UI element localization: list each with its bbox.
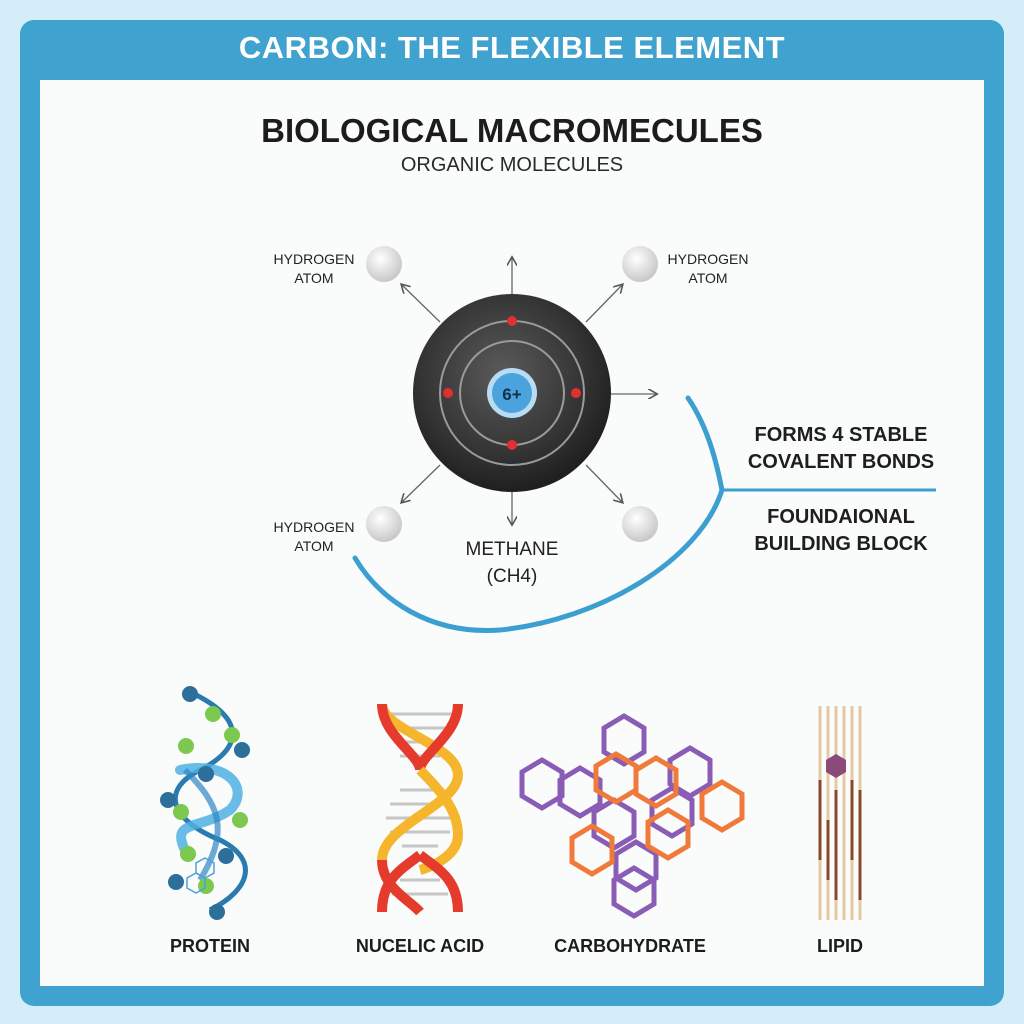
macromolecule-label-carbohydrate: CARBOHYDRATE [554,936,706,956]
nucleus [492,373,532,413]
page-subtitle: ORGANIC MOLECULES [400,154,624,176]
hexagon-ring-cluster-icon [519,713,745,919]
electrons [443,316,581,450]
methane-label: METHANE(CH4) [465,539,559,587]
hydrogen-atom-bl [366,506,402,542]
hydrogen-atom-tl [366,246,402,282]
header-title: CARBON: THE FLEXIBLE ELEMENT [238,30,786,65]
dna-double-helix-icon [377,702,464,916]
callout-curve [352,395,725,633]
macromolecule-label-protein: PROTEIN [169,936,250,956]
macromolecule-label-lipid: LIPID [816,936,863,956]
lipid-chain-icon [818,706,862,920]
nucleus-charge: 6+ [502,385,521,404]
protein-helix-icon [160,686,250,920]
page-title: BIOLOGICAL MACROMECULES [261,112,763,149]
hydrogen-atom-br [622,506,658,542]
macromolecule-label-nucleic-acid: NUCELIC ACID [355,936,485,956]
hydrogen-atom-tr [622,246,658,282]
